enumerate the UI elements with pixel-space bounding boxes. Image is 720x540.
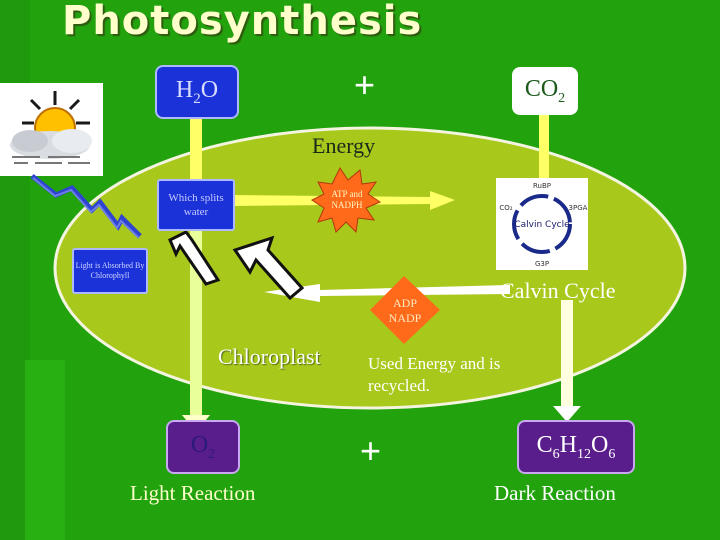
light-absorbed-box: Light is Absorbed By Chlorophyll xyxy=(72,248,148,294)
energy-label: Energy xyxy=(312,133,376,158)
calvin-cycle-label: Calvin Cycle xyxy=(500,278,616,303)
calvin-to-glucose-arrow xyxy=(553,300,581,422)
svg-text:3PGA: 3PGA xyxy=(569,204,588,212)
splits-water-box: Which splits water xyxy=(157,179,235,231)
light-absorbed-text: Light is Absorbed By Chlorophyll xyxy=(75,261,145,280)
adp-diamond xyxy=(370,276,440,344)
dark-reaction-label: Dark Reaction xyxy=(494,481,616,505)
chloroplast-label: Chloroplast xyxy=(218,344,321,369)
chlorophyll-arrow-left xyxy=(168,230,221,286)
light-reaction-label: Light Reaction xyxy=(130,481,256,505)
oxygen-box: O2 xyxy=(166,420,240,474)
sun-cloud-image xyxy=(0,83,103,176)
chlorophyll-arrow-right xyxy=(232,235,305,301)
svg-text:G3P: G3P xyxy=(535,260,549,268)
oxygen-formula: O2 xyxy=(190,431,216,462)
glucose-box: C6H12O6 xyxy=(517,420,635,474)
plus-sign-bottom: + xyxy=(360,430,382,471)
water-formula: H2O xyxy=(175,76,219,107)
sun-icon xyxy=(10,91,92,164)
co2-box: CO2 xyxy=(512,67,578,115)
recycled-text: Used Energy and is recycled. xyxy=(368,354,501,395)
plus-sign-top: + xyxy=(354,64,376,105)
svg-text:Calvin Cycle: Calvin Cycle xyxy=(514,220,570,230)
atp-label: ATP and NADPH xyxy=(331,189,363,210)
page-title: Photosynthesis xyxy=(62,0,423,44)
svg-text:CO₂: CO₂ xyxy=(499,204,512,212)
adp-label: ADP NADP xyxy=(388,296,422,325)
splits-water-text: Which splits water xyxy=(168,192,224,218)
glucose-formula: C6H12O6 xyxy=(536,431,616,462)
calvin-cycle-inset: Calvin Cycle RuBP CO₂ 3PGA G3P xyxy=(496,178,588,270)
water-box: H2O xyxy=(155,65,239,119)
atp-burst xyxy=(311,167,382,234)
calvin-cycle-icon: Calvin Cycle RuBP CO₂ 3PGA G3P xyxy=(499,182,588,268)
svg-text:RuBP: RuBP xyxy=(533,182,551,190)
bg-stripe-mid xyxy=(25,360,65,540)
co2-formula: CO2 xyxy=(524,75,566,106)
